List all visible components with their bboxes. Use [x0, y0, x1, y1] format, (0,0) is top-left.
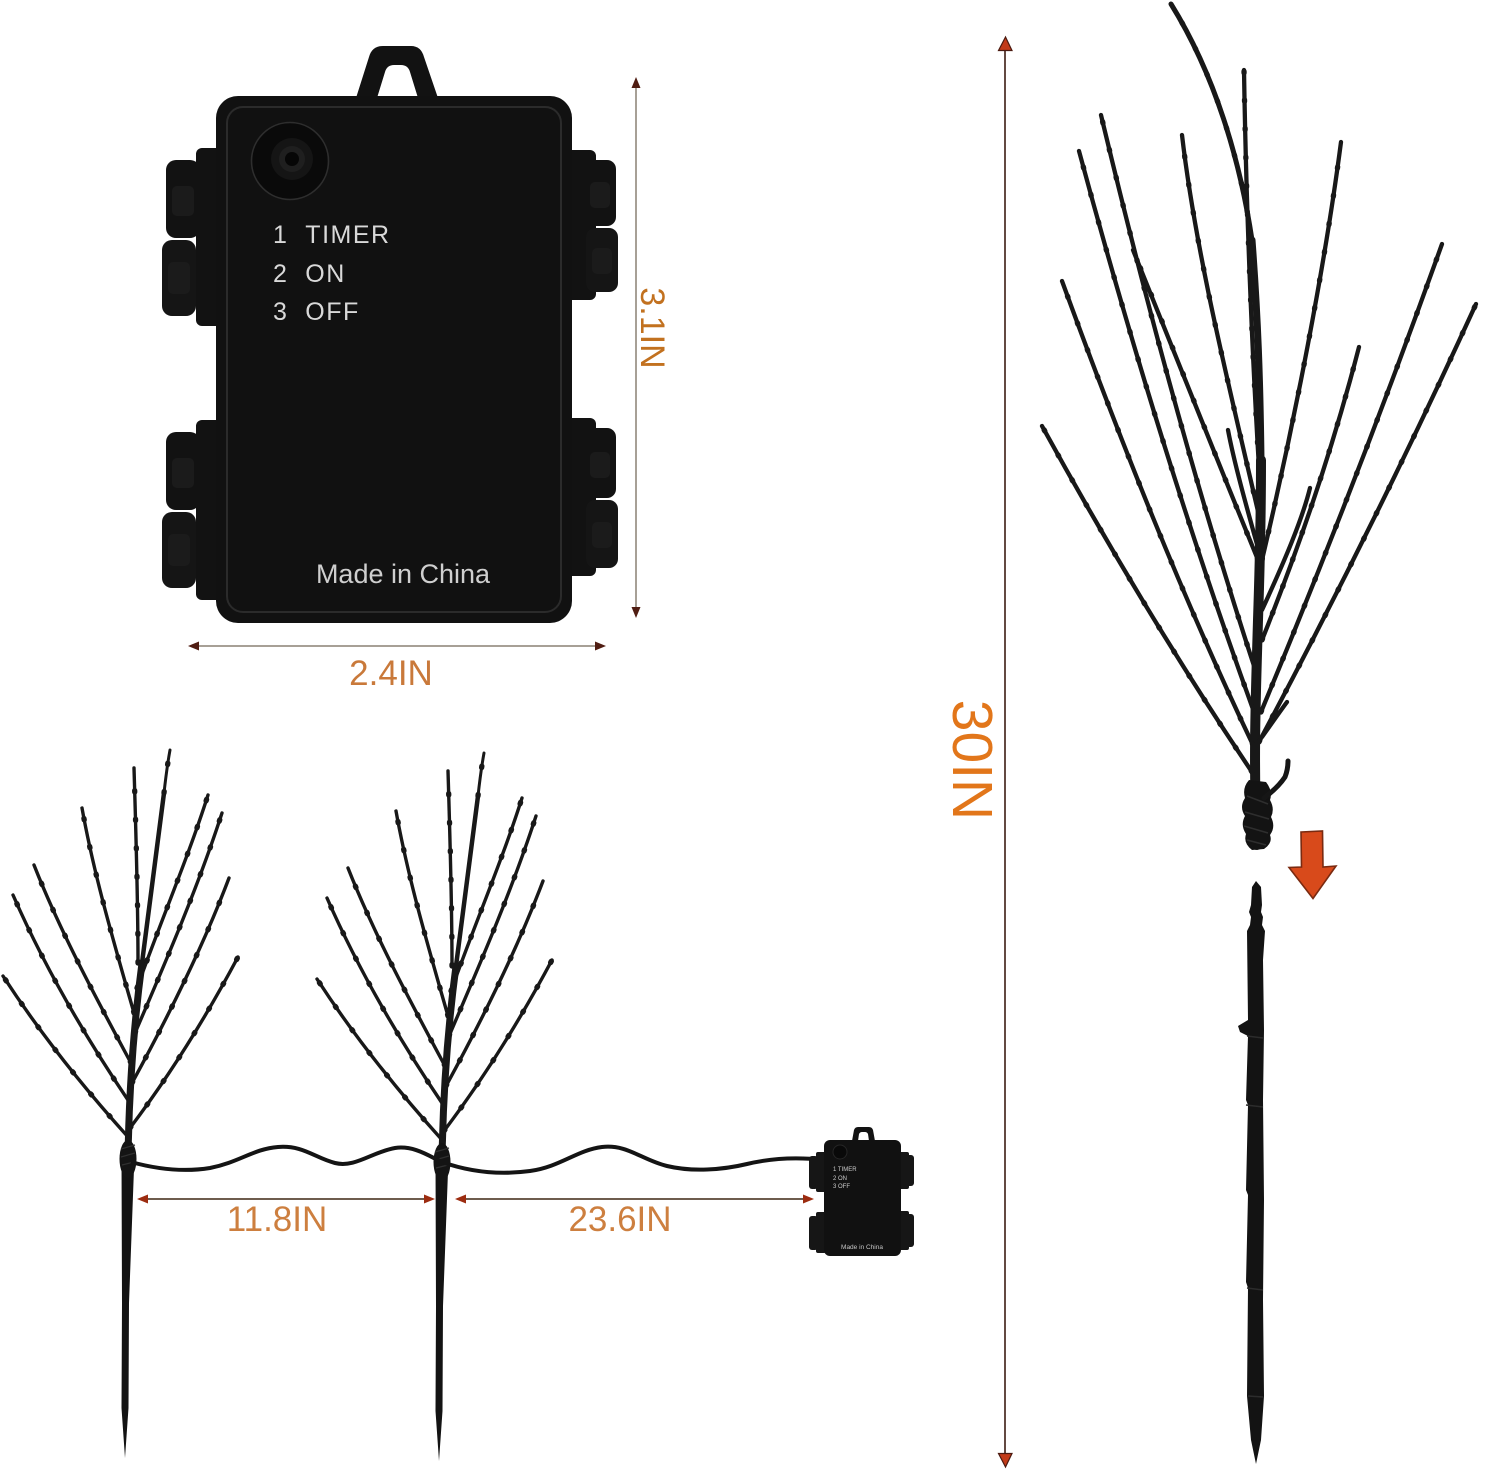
svg-text:Made in China: Made in China [841, 1244, 883, 1251]
svg-text:2 ON: 2 ON [833, 1176, 847, 1182]
svg-text:2.4IN: 2.4IN [349, 654, 433, 693]
svg-text:30IN: 30IN [940, 700, 1004, 820]
svg-text:3.1IN: 3.1IN [633, 287, 671, 368]
svg-text:2 ON: 2 ON [273, 260, 346, 288]
svg-text:11.8IN: 11.8IN [227, 1200, 328, 1239]
svg-text:1 TIMER: 1 TIMER [273, 221, 391, 249]
svg-text:3 OFF: 3 OFF [833, 1184, 850, 1190]
svg-text:1 TIMER: 1 TIMER [833, 1167, 857, 1173]
svg-text:23.6IN: 23.6IN [568, 1200, 671, 1239]
svg-text:3 OFF: 3 OFF [273, 298, 360, 326]
svg-text:Made in China: Made in China [316, 559, 491, 589]
